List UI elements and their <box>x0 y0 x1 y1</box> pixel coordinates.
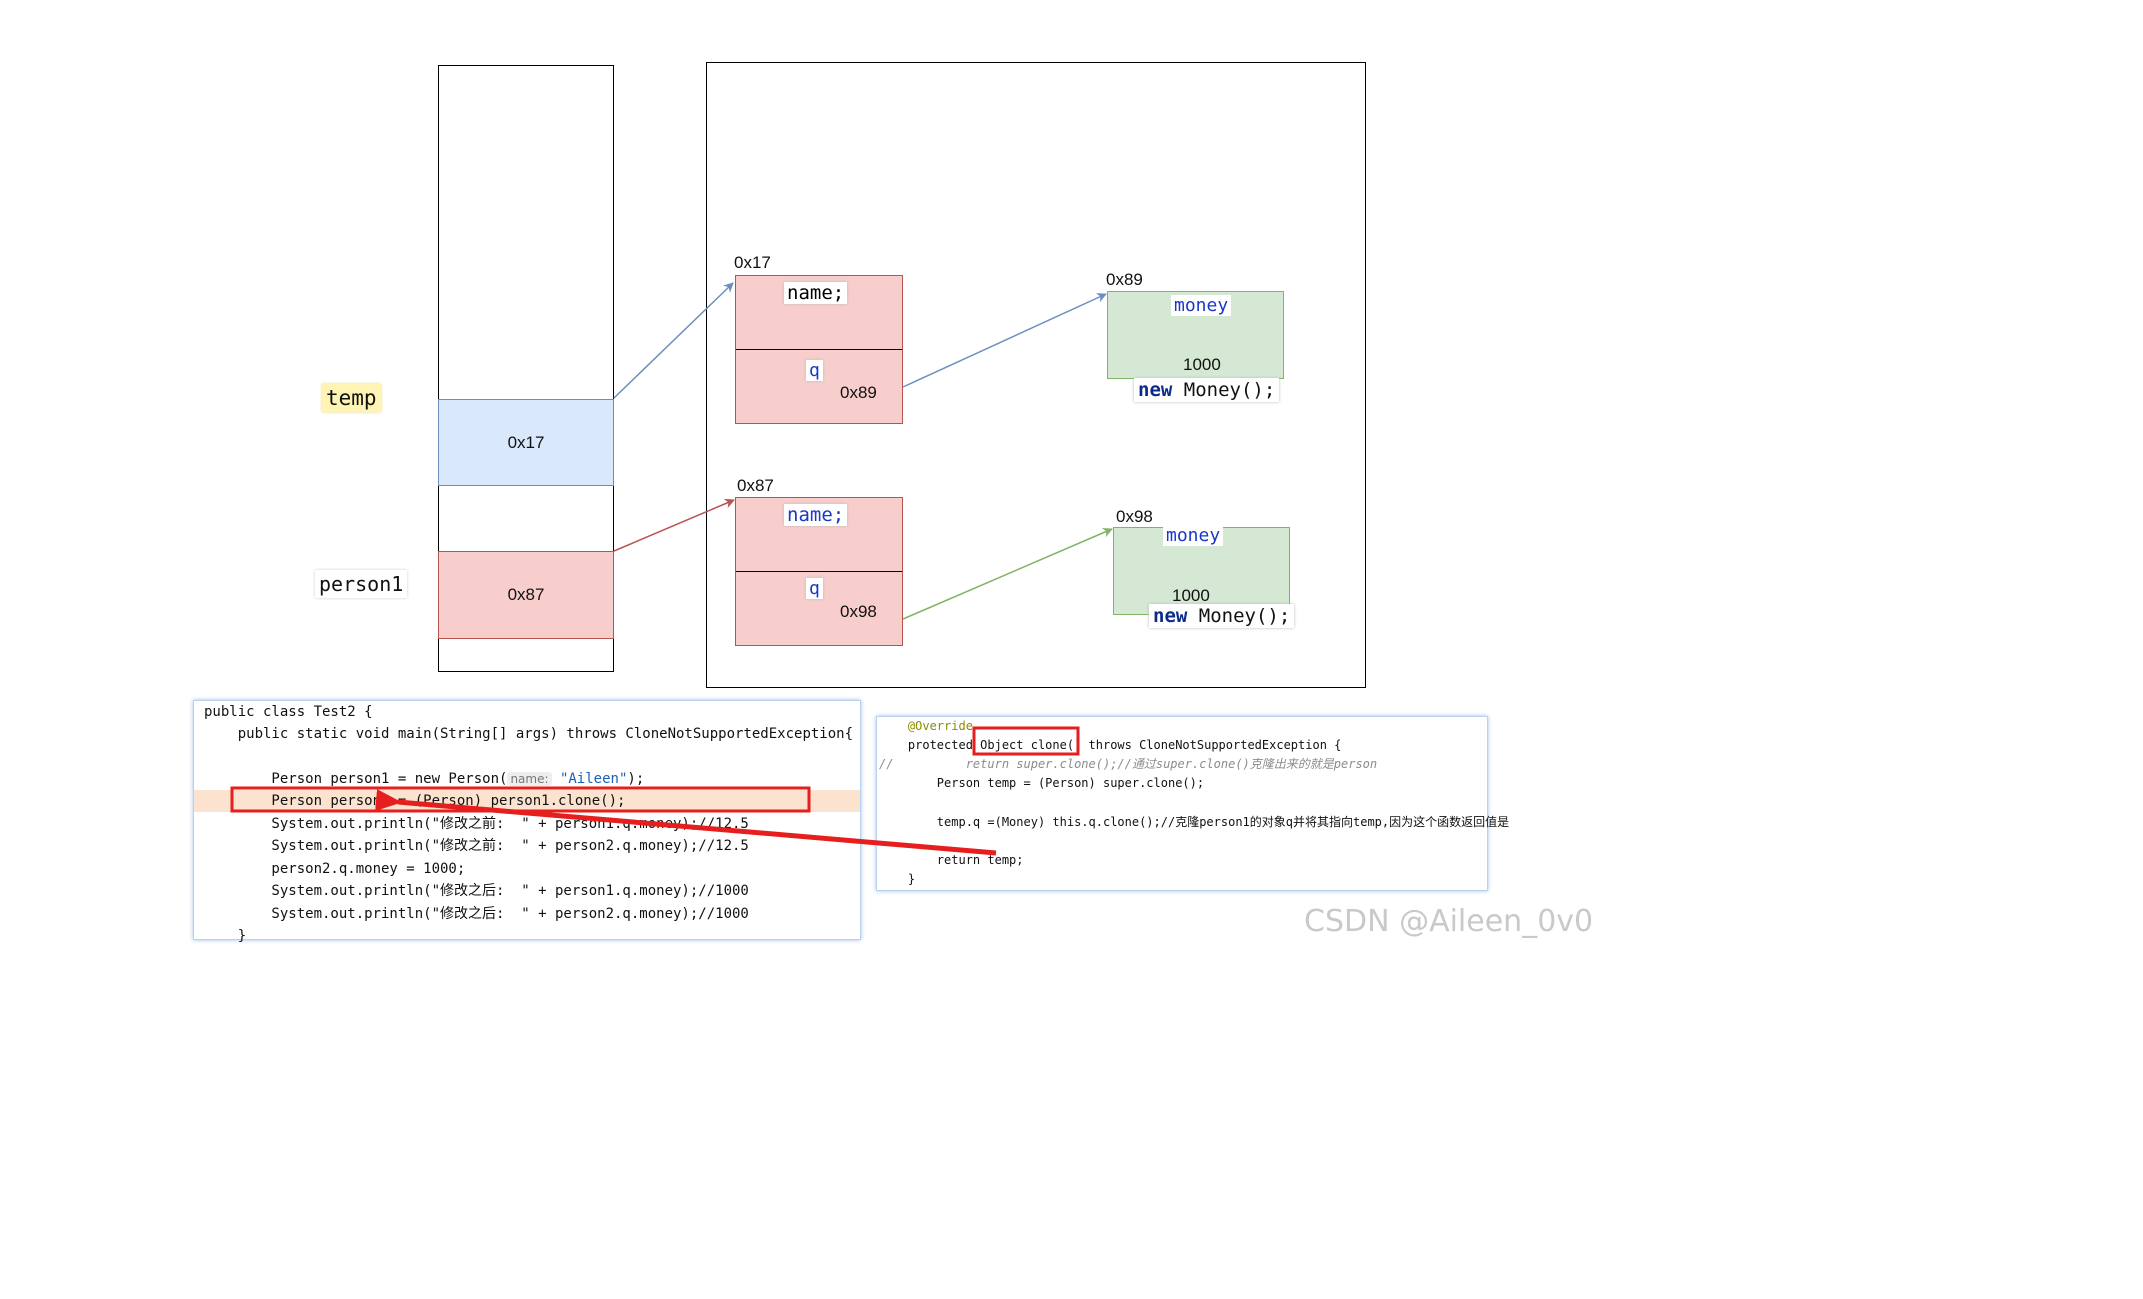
person-object-b: name; q 0x98 <box>735 497 903 646</box>
person-b-q-value: 0x98 <box>840 602 877 621</box>
person-object-a: name; q 0x89 <box>735 275 903 424</box>
person-a-address: 0x17 <box>734 253 771 272</box>
variable-label-person1: person1 <box>315 570 408 598</box>
highlight-box-clone-call <box>230 786 811 813</box>
heap-region <box>706 62 1366 688</box>
stack-slot-temp-value: 0x17 <box>507 432 545 452</box>
arrow-person-b-q-to-money-b <box>902 527 1113 620</box>
code-text: Person person1 = new Person( <box>204 771 508 787</box>
money-b-constructor: new Money(); <box>1149 604 1295 628</box>
money-b-constructor-call: Money(); <box>1187 605 1291 627</box>
code-line-comment: // return super.clone();//通过super.clone(… <box>879 757 1378 771</box>
code-line: public static void main(String[] args) t… <box>204 726 854 742</box>
money-a-new-keyword: new <box>1138 379 1173 401</box>
person-b-address: 0x87 <box>737 476 774 495</box>
money-object-b: money 1000 <box>1113 525 1290 615</box>
stack-frame: 0x17 0x87 <box>438 65 614 672</box>
money-b-field: money <box>1163 525 1224 546</box>
highlight-box-clone-signature <box>972 726 1080 756</box>
diagram-arrows <box>230 282 1113 856</box>
money-b-new-keyword: new <box>1153 605 1188 627</box>
person-a-q-value: 0x89 <box>840 383 877 402</box>
person-a-name-field: name; <box>784 282 848 304</box>
code-text: ); <box>627 771 645 787</box>
code-line: Person person1 = new Person(name: "Ailee… <box>194 768 860 790</box>
code-line: temp.q =(Money) this.q.clone();//克隆perso… <box>879 815 1510 829</box>
person-a-q-field: q <box>806 360 823 381</box>
code-line: person2.q.money = 1000; <box>204 861 466 877</box>
arrow-person1-to-person-b <box>613 498 735 552</box>
code-line: System.out.println("修改之后: " + person2.q.… <box>204 906 749 922</box>
watermark: CSDN @Aileen_0v0 <box>1304 904 1594 939</box>
code-line: return temp; <box>879 853 1024 867</box>
stack-slot-temp: 0x17 <box>438 399 614 486</box>
money-a-address: 0x89 <box>1106 270 1143 289</box>
code-panel-clone-method: @Override protected Object clone() throw… <box>876 716 1510 891</box>
money-a-field: money <box>1171 295 1232 316</box>
arrow-person-a-q-to-money-a <box>902 293 1107 388</box>
stack-slot-person1: 0x87 <box>438 551 614 639</box>
arrow-temp-to-person-a <box>613 282 734 399</box>
code-line: @Override <box>879 719 973 733</box>
money-a-value: 1000 <box>1183 355 1221 374</box>
code-line: public class Test2 { <box>204 704 373 720</box>
money-a-constructor-call: Money(); <box>1172 379 1276 401</box>
money-a-constructor: new Money(); <box>1134 378 1280 402</box>
code-line: } <box>204 928 247 944</box>
code-panel-main: public class Test2 { public static void … <box>193 700 861 944</box>
code-line: Person temp = (Person) super.clone(); <box>879 776 1205 790</box>
arrow-clone-method-to-call <box>375 789 997 856</box>
code-line: System.out.println("修改之后: " + person1.q.… <box>204 883 749 899</box>
code-line: protected Object clone() throws CloneNot… <box>879 738 1342 752</box>
person-a-divider <box>736 349 902 350</box>
param-hint: name: <box>507 772 552 786</box>
person-b-q-field: q <box>806 578 823 599</box>
code-string: "Aileen" <box>559 771 628 787</box>
money-object-a: money 1000 <box>1107 291 1284 379</box>
stack-slot-person1-value: 0x87 <box>507 585 545 604</box>
person-b-name-field: name; <box>784 504 848 526</box>
code-line: } <box>879 872 916 886</box>
money-b-value: 1000 <box>1172 586 1210 605</box>
person-b-divider <box>736 571 902 572</box>
money-b-address: 0x98 <box>1116 507 1153 526</box>
code-line: System.out.println("修改之前: " + person2.q.… <box>204 838 749 854</box>
variable-label-temp: temp <box>322 384 381 412</box>
